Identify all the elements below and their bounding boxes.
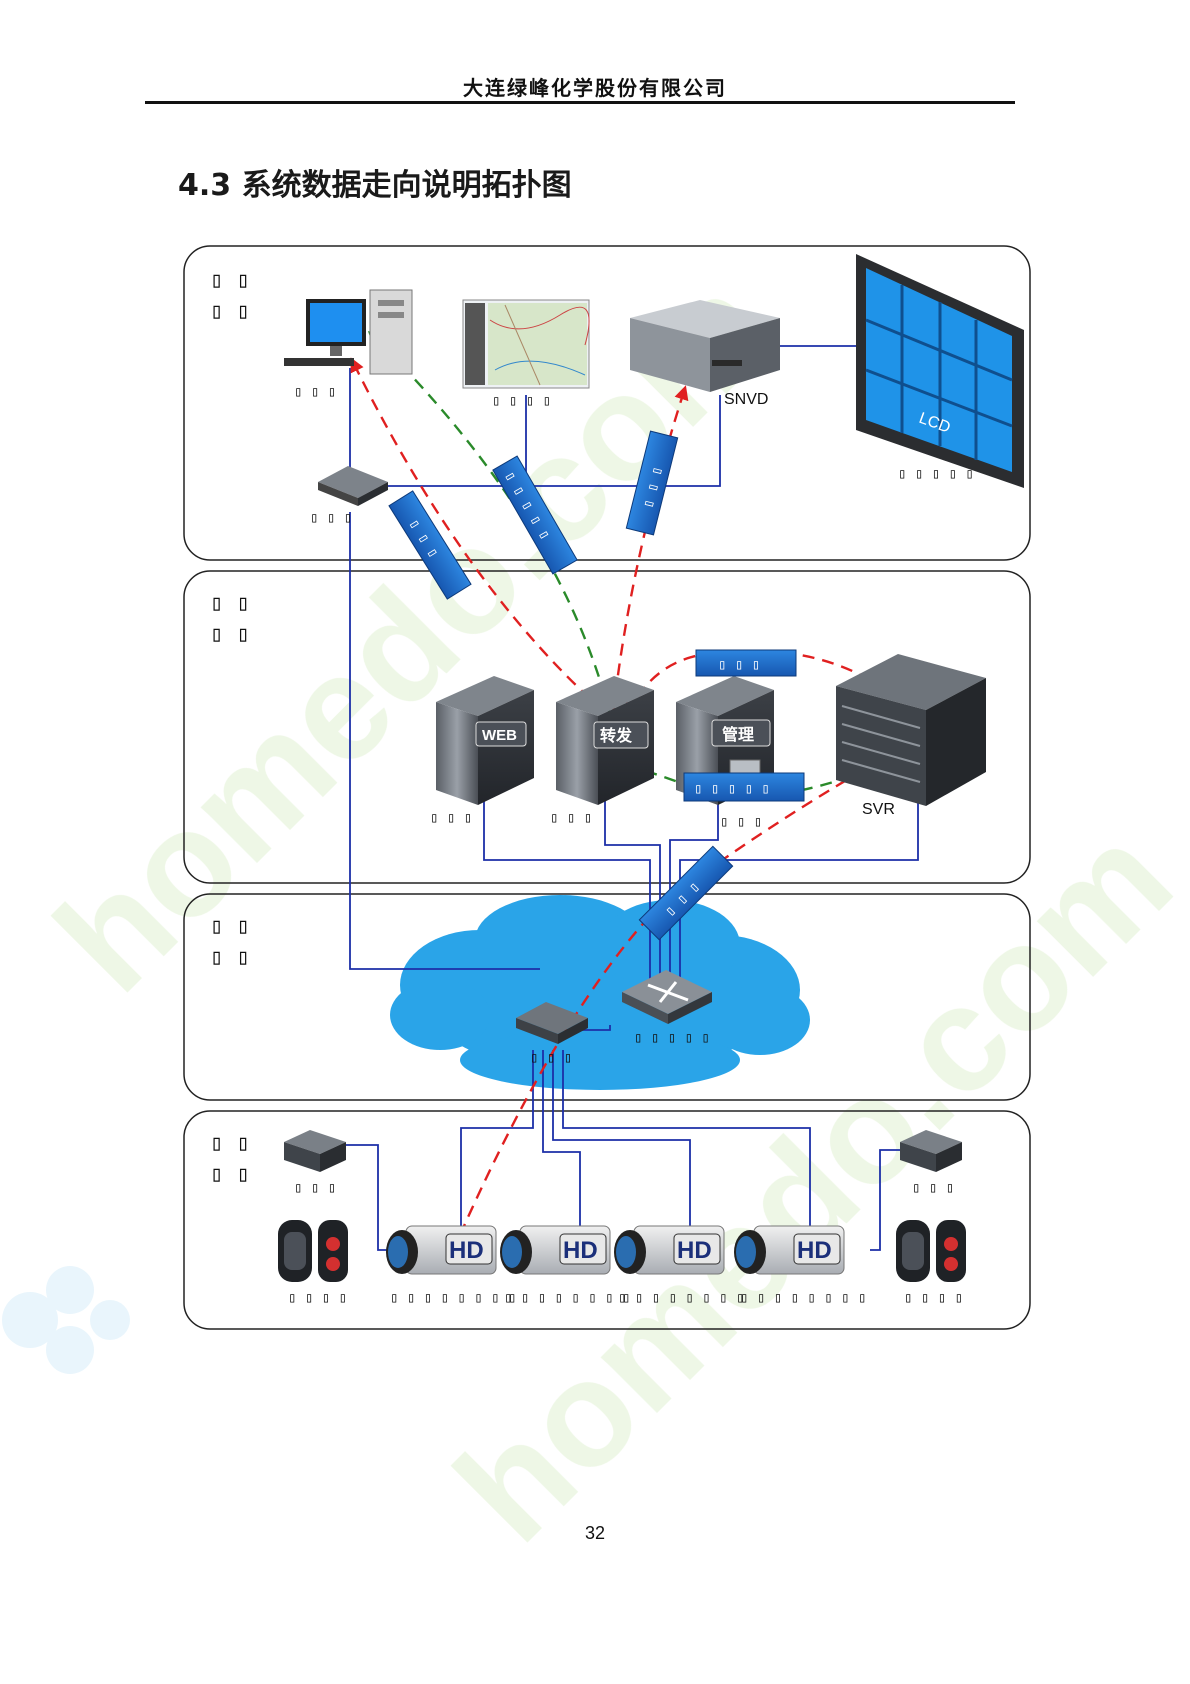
decoder-label: ▯ ▯ ▯	[310, 510, 352, 526]
decoder-icon	[318, 466, 388, 506]
hd-camera-1-label: ▯ ▯ ▯ ▯ ▯ ▯ ▯ ▯	[390, 1290, 516, 1306]
layer-label-network-2: ▯ ▯	[210, 945, 250, 970]
lcd-wall-label: ▯ ▯ ▯ ▯ ▯	[898, 466, 974, 482]
layer-frame-center	[183, 570, 1031, 884]
mgmt-server-tag: 管理	[722, 725, 754, 744]
section-title: 4.3 系统数据走向说明拓扑图	[178, 168, 572, 203]
hd-camera-4-label: ▯ ▯ ▯ ▯ ▯ ▯ ▯ ▯	[740, 1290, 866, 1306]
sensor-left-label: ▯ ▯ ▯ ▯	[288, 1290, 347, 1306]
layer-label-center: ▯ ▯	[210, 591, 250, 616]
encoder-left-icon	[284, 1130, 346, 1172]
watermark-logo-icon	[2, 1266, 130, 1374]
svg-text:▯ ▯ ▯: ▯ ▯ ▯	[718, 657, 760, 673]
network-cloud	[390, 895, 810, 1090]
sensor-right-label: ▯ ▯ ▯ ▯	[904, 1290, 963, 1306]
hd-camera-4-icon: HD	[734, 1225, 845, 1275]
relay-server-icon: 转发	[556, 676, 654, 805]
lcd-wall-icon: LCD	[856, 254, 1024, 488]
core-switch-icon	[622, 970, 712, 1024]
stream-tag-3: ▯ ▯ ▯	[625, 430, 679, 536]
snvd-label: SNVD	[724, 391, 768, 408]
access-switch-label: ▯ ▯ ▯	[530, 1050, 572, 1066]
svg-text:▯ ▯ ▯ ▯ ▯: ▯ ▯ ▯ ▯ ▯	[694, 781, 770, 797]
sensor-right-icon	[896, 1220, 966, 1282]
layer-frame-network	[183, 893, 1031, 1101]
stream-tag-mid: ▯ ▯ ▯ ▯ ▯	[683, 772, 805, 802]
core-switch-label: ▯ ▯ ▯ ▯ ▯	[634, 1030, 710, 1046]
svr-label: SVR	[862, 801, 895, 818]
layer-label-center-2: ▯ ▯	[210, 622, 250, 647]
hd-camera-3-icon: HD	[614, 1225, 725, 1275]
map-client-label: ▯ ▯ ▯ ▯	[492, 393, 551, 409]
hd-camera-3-label: ▯ ▯ ▯ ▯ ▯ ▯ ▯ ▯	[618, 1290, 744, 1306]
relay-server-tag: 转发	[600, 726, 633, 745]
header-rule	[145, 101, 1015, 104]
layer-label-display-2: ▯ ▯	[210, 299, 250, 324]
encoder-left-label: ▯ ▯ ▯	[294, 1180, 336, 1196]
svr-storage-icon	[836, 654, 986, 806]
pc-icon	[284, 289, 413, 375]
encoder-right-label: ▯ ▯ ▯	[912, 1180, 954, 1196]
hd-camera-2-icon: HD	[500, 1225, 611, 1275]
hd-camera-2-badge: HD	[563, 1237, 598, 1264]
web-server-tag: WEB	[482, 727, 517, 744]
header-company-name: 大连绿峰化学股份有限公司	[463, 76, 727, 100]
access-switch-icon	[516, 1002, 588, 1044]
web-server-label: ▯ ▯ ▯	[430, 810, 472, 826]
mgmt-server-label: ▯ ▯ ▯	[720, 814, 762, 830]
hd-camera-2-label: ▯ ▯ ▯ ▯ ▯ ▯ ▯ ▯	[504, 1290, 630, 1306]
hd-camera-1-badge: HD	[449, 1237, 484, 1264]
encoder-right-icon	[900, 1130, 962, 1172]
layer-frame-display	[183, 245, 1031, 561]
layer-label-network: ▯ ▯	[210, 914, 250, 939]
stream-tag-net: ▯ ▯ ▯	[638, 845, 734, 941]
web-server-icon: WEB	[436, 676, 534, 805]
snvd-device-icon	[630, 300, 780, 392]
layer-label-display: ▯ ▯	[210, 268, 250, 293]
relay-server-label: ▯ ▯ ▯	[550, 810, 592, 826]
hd-camera-4-badge: HD	[797, 1237, 832, 1264]
layer-label-front: ▯ ▯	[210, 1131, 250, 1156]
layer-frame-front	[183, 1110, 1031, 1330]
sensor-left-icon	[278, 1220, 348, 1282]
page-number: 32	[584, 1523, 606, 1543]
stream-tag-top-right: ▯ ▯ ▯	[695, 649, 797, 677]
hd-camera-3-badge: HD	[677, 1237, 712, 1264]
map-client-screen-icon	[462, 299, 590, 389]
layer-label-front-2: ▯ ▯	[210, 1162, 250, 1187]
hd-camera-1-icon: HD	[386, 1225, 497, 1275]
pc-label: ▯ ▯ ▯	[294, 384, 336, 400]
